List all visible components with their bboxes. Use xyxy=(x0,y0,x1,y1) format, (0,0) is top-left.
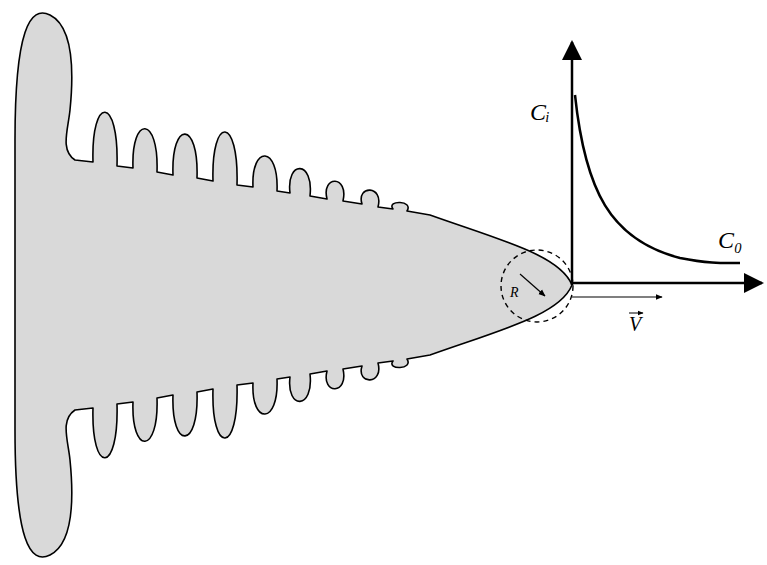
distance-axis xyxy=(572,282,762,285)
interface-concentration-label: Cᵢ xyxy=(530,100,550,124)
radius-arrow xyxy=(520,274,545,296)
radius-label: R xyxy=(510,286,519,300)
tip-radius-circle xyxy=(501,250,573,322)
velocity-arrow xyxy=(572,296,662,297)
velocity-label: V xyxy=(629,314,641,334)
concentration-axis xyxy=(571,42,574,285)
concentration-curve xyxy=(575,95,740,263)
dendrite-shape xyxy=(15,13,572,557)
far-field-concentration-label: C₀ xyxy=(718,228,742,252)
